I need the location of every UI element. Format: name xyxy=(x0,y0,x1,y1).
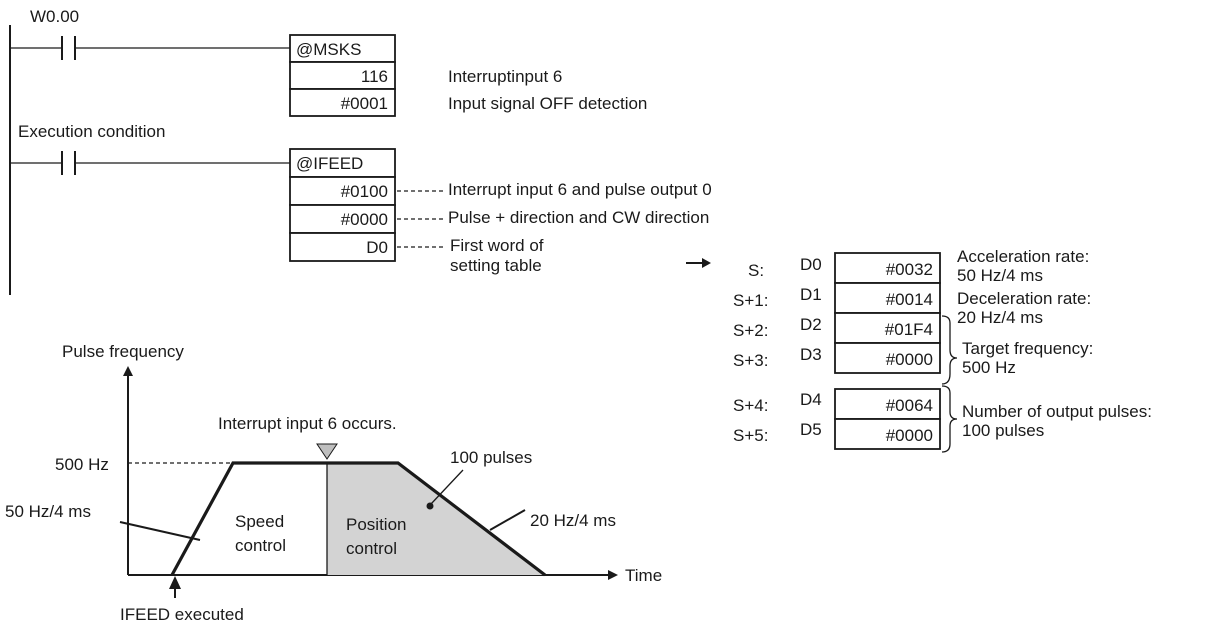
executed-label: IFEED executed xyxy=(120,605,244,624)
setting-table-notes: Acceleration rate: 50 Hz/4 ms Decelerati… xyxy=(957,247,1152,440)
row-value-3: #0000 xyxy=(886,350,933,369)
row-offset-2: S+2: xyxy=(733,321,768,340)
row-addr-3: D3 xyxy=(800,345,822,364)
ifeed-note-4: setting table xyxy=(450,256,542,275)
speed-profile-line xyxy=(170,461,546,577)
row-value-1: #0014 xyxy=(886,290,933,309)
ifeed-operand-2: #0000 xyxy=(341,210,388,229)
row-box-3 xyxy=(834,342,941,374)
accel-label: 50 Hz/4 ms xyxy=(5,502,91,521)
interrupt-label: Interrupt input 6 occurs. xyxy=(218,414,397,433)
y-axis-arrowhead xyxy=(123,366,133,376)
row-addr-4: D4 xyxy=(800,390,822,409)
note-pulses-value: 100 pulses xyxy=(962,421,1044,440)
execution-condition-label: Execution condition xyxy=(18,122,165,141)
row-value-4: #0064 xyxy=(886,396,933,415)
row-box-5 xyxy=(834,418,941,450)
row-value-0: #0032 xyxy=(886,260,933,279)
note-decel-value: 20 Hz/4 ms xyxy=(957,308,1043,327)
table-arrow-icon xyxy=(686,258,711,268)
position-label-2: control xyxy=(346,539,397,558)
brace-output-pulses xyxy=(941,385,958,453)
row-addr-5: D5 xyxy=(800,420,822,439)
note-pulses-title: Number of output pulses: xyxy=(962,402,1152,421)
interrupt-marker-icon xyxy=(316,443,338,460)
x-axis-arrowhead xyxy=(608,570,618,580)
ifeed-instruction-block: @IFEED #0100 #0000 D0 xyxy=(289,148,396,262)
row-addr-2: D2 xyxy=(800,315,822,334)
row-offset-0: S: xyxy=(748,261,764,280)
row-offset-1: S+1: xyxy=(733,291,768,310)
speed-label-2: control xyxy=(235,536,286,555)
pulses-leader xyxy=(430,469,464,505)
brace-target-frequency xyxy=(941,315,958,385)
msks-operand-1: 116 xyxy=(361,67,388,86)
decel-leader xyxy=(489,509,526,531)
row-offset-3: S+3: xyxy=(733,351,768,370)
msks-instruction-block: @MSKS 116 #0001 xyxy=(289,34,396,117)
note-target-value: 500 Hz xyxy=(962,358,1016,377)
ifeed-note-3: First word of xyxy=(450,236,544,255)
contact-execution-condition xyxy=(61,151,76,175)
note-decel-title: Deceleration rate: xyxy=(957,289,1091,308)
position-label-1: Position xyxy=(346,515,406,534)
note-accel-value: 50 Hz/4 ms xyxy=(957,266,1043,285)
frequency-graph: Pulse frequency Time 500 Hz Interrupt in… xyxy=(5,342,662,624)
ifeed-note-1: Interrupt input 6 and pulse output 0 xyxy=(448,180,712,199)
row-value-5: #0000 xyxy=(886,426,933,445)
ladder-diagram: W0.00 @MSKS 116 #0001 Interruptinput 6 I… xyxy=(9,7,712,295)
note-target-title: Target frequency: xyxy=(962,339,1093,358)
setting-table-group: S: D0 S+1: D1 S+2: D2 S+3: D3 S+4: D4 S+… xyxy=(686,247,1152,453)
row-value-2: #01F4 xyxy=(885,320,933,339)
accel-leader xyxy=(119,521,201,541)
msks-note-2: Input signal OFF detection xyxy=(448,94,647,113)
row-offset-5: S+5: xyxy=(733,426,768,445)
ifeed-operand-1: #0100 xyxy=(341,182,388,201)
x-axis-label: Time xyxy=(625,566,662,585)
pulses-label: 100 pulses xyxy=(450,448,532,467)
contact-w0-00-label: W0.00 xyxy=(30,7,79,26)
msks-name: @MSKS xyxy=(296,40,361,59)
row-addr-0: D0 xyxy=(800,255,822,274)
msks-operand-2: #0001 xyxy=(341,94,388,113)
row-box-2 xyxy=(834,312,941,344)
ifeed-name: @IFEED xyxy=(296,154,363,173)
row-offset-4: S+4: xyxy=(733,396,768,415)
contact-w0-00 xyxy=(61,36,76,60)
note-accel-title: Acceleration rate: xyxy=(957,247,1089,266)
setting-table-rows: S: D0 S+1: D1 S+2: D2 S+3: D3 S+4: D4 S+… xyxy=(733,252,941,450)
ifeed-note-2: Pulse + direction and CW direction xyxy=(448,208,709,227)
row-box-1 xyxy=(834,282,941,314)
position-control-area xyxy=(327,463,545,575)
msks-note-1: Interruptinput 6 xyxy=(448,67,562,86)
row-addr-1: D1 xyxy=(800,285,822,304)
y-axis-label: Pulse frequency xyxy=(62,342,184,361)
decel-label: 20 Hz/4 ms xyxy=(530,511,616,530)
pulses-dot xyxy=(426,502,434,510)
ifeed-operand-3: D0 xyxy=(366,238,388,257)
executed-arrow-icon xyxy=(169,576,181,598)
speed-label-1: Speed xyxy=(235,512,284,531)
level-500hz-label: 500 Hz xyxy=(55,455,109,474)
